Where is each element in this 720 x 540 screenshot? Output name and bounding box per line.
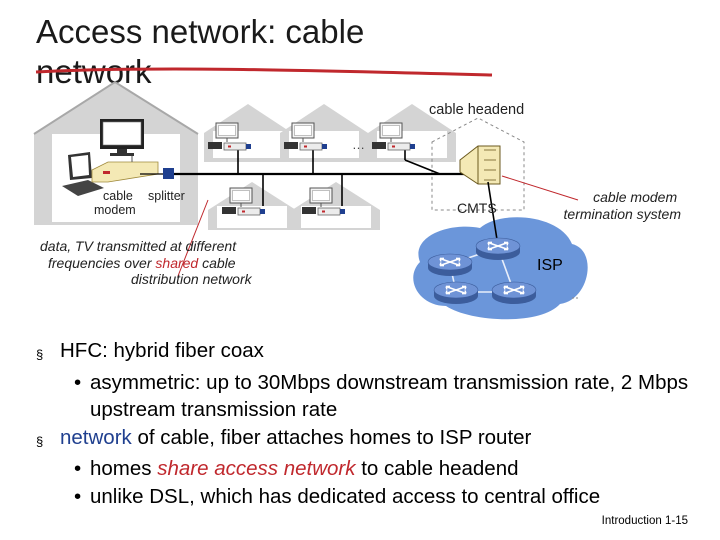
label-cable-headend: cable headend (429, 102, 524, 118)
isp-network (413, 181, 588, 320)
label-cmts: CMTS (457, 200, 497, 216)
splitter-pointer (177, 199, 209, 277)
cable-network-diagram: cable headend … cable modem splitter CMT… (33, 67, 682, 320)
footer-chapter: Introduction (601, 515, 662, 527)
router-icon (475, 237, 521, 261)
headend-building (431, 117, 525, 211)
bullet-network: § network of cable, fiber attaches homes… (36, 424, 696, 456)
router-icon (433, 281, 479, 305)
footer-page: 1-15 (664, 515, 688, 527)
label-isp: ISP (537, 257, 563, 274)
title-underline (35, 67, 493, 77)
cmts-pointer (501, 175, 579, 201)
sub-bullet-homes-share: • homes share access network to cable he… (74, 457, 519, 480)
label-ellipsis: … (352, 137, 365, 152)
bullet-hfc: § HFC: hybrid fiber coax (36, 337, 696, 369)
laptop-icon (62, 152, 104, 196)
square-bullet-icon: § (36, 347, 44, 362)
square-bullet-icon: § (36, 433, 44, 449)
sub-bullet-unlike-dsl: • unlike DSL, which has dedicated access… (74, 484, 601, 508)
bullet-list: § HFC: hybrid fiber coax • asymmetric: u… (36, 337, 696, 510)
router-icon (427, 253, 473, 277)
page-title: Access network: cable network (36, 13, 365, 90)
caption-line-2: frequencies over shared cable (48, 255, 236, 271)
caption-line-3: distribution network (131, 271, 253, 287)
cmts-icon (459, 145, 501, 185)
slide-footer: Introduction 1-15 (602, 515, 688, 527)
label-cable-modem: cable modem (94, 189, 136, 217)
sub-bullet-asymmetric: • asymmetric: up to 30Mbps downstream tr… (74, 370, 689, 422)
splitter-icon (163, 168, 174, 179)
home-small-5 (292, 182, 380, 230)
label-splitter: splitter (148, 189, 185, 203)
tv-icon (100, 119, 144, 156)
router-icon (491, 281, 537, 305)
caption-line-1: data, TV transmitted at different (40, 238, 237, 254)
label-cmts-full: cable modem termination system (564, 189, 682, 222)
